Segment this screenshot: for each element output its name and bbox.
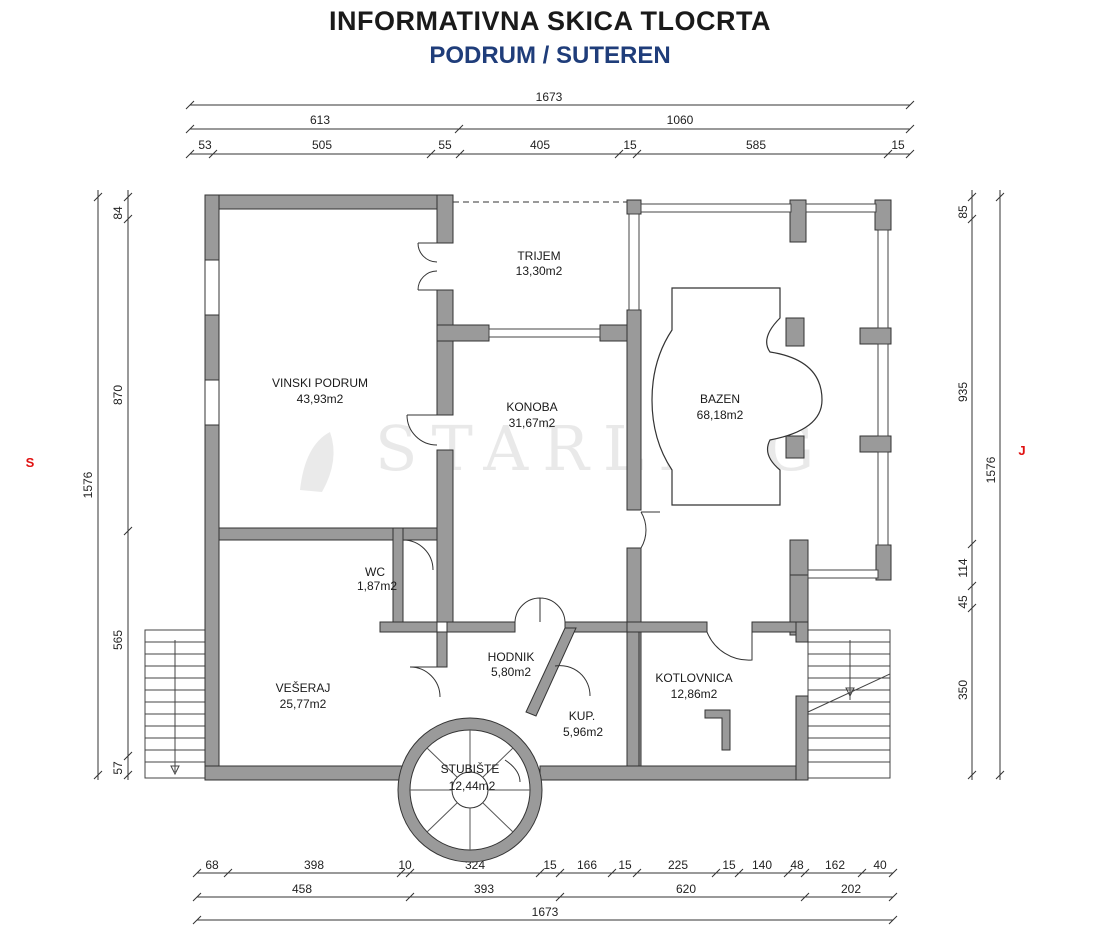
dim-top-detail: 405 [530,138,550,152]
dim-bottom-mid: 620 [676,882,696,896]
exterior-steps-left [144,629,208,779]
dim-left-detail: 870 [111,385,125,405]
dim-left-detail: 57 [111,761,125,775]
dim-bottom-detail: 15 [543,858,557,872]
dim-top-detail: 585 [746,138,766,152]
room-area-stubiste: 12,44m2 [449,779,496,793]
room-name-kotlovnica: KOTLOVNICA [655,671,732,685]
room-name-veseraj: VEŠERAJ [276,680,331,695]
room-name-wc: WC [365,565,385,579]
staircase [409,729,531,851]
dim-bottom-detail: 398 [304,858,324,872]
bird-logo-icon [300,432,334,492]
dim-top-detail: 53 [198,138,212,152]
room-name-vinski-podrum: VINSKI PODRUM [272,376,368,390]
side-marker-j: J [1018,443,1025,458]
dim-right-detail: 45 [956,595,970,609]
dim-bottom-mid: 393 [474,882,494,896]
room-area-veseraj: 25,77m2 [280,697,327,711]
dim-top-detail: 55 [438,138,452,152]
room-name-trijem: TRIJEM [517,249,560,263]
dim-bottom-detail: 225 [668,858,688,872]
side-marker-s: S [26,455,35,470]
dim-bottom-detail: 166 [577,858,597,872]
room-area-vinski-podrum: 43,93m2 [297,392,344,406]
pool-windows [488,203,889,579]
dim-bottom-detail: 162 [825,858,845,872]
room-name-bazen: BAZEN [700,392,740,406]
dim-bottom-total: 1673 [532,905,559,919]
dim-right-detail: 350 [956,680,970,700]
dim-top-mid: 1060 [667,113,694,127]
dim-right-detail: 114 [956,558,970,577]
drawing-title: INFORMATIVNA SKICA TLOCRTA [329,6,771,36]
dim-bottom-mid: 458 [292,882,312,896]
dim-bottom-detail: 15 [618,858,632,872]
room-area-konoba: 31,67m2 [509,416,556,430]
exterior-steps-right [807,629,891,779]
doors [402,242,753,698]
walls [204,194,892,863]
room-name-kup: KUP. [569,709,595,723]
pool-step [785,317,805,347]
room-area-hodnik: 5,80m2 [491,665,531,679]
room-name-stubiste: STUBIŠTE [441,761,500,776]
room-name-hodnik: HODNIK [488,650,535,664]
dim-top-detail: 15 [623,138,637,152]
dim-right-detail: 85 [956,205,970,219]
dim-bottom-detail: 68 [205,858,219,872]
dim-left-detail: 84 [111,206,125,220]
dim-bottom-detail: 40 [873,858,887,872]
room-area-bazen: 68,18m2 [697,408,744,422]
pool-step [785,435,805,459]
pool [651,287,823,506]
dim-right-detail: 935 [956,382,970,402]
dim-bottom-detail: 48 [790,858,804,872]
dim-bottom-mid: 202 [841,882,861,896]
dimension-lines [93,100,1005,925]
dim-top-detail: 505 [312,138,332,152]
room-area-trijem: 13,30m2 [516,264,563,278]
room-area-wc: 1,87m2 [357,579,397,593]
dim-left-detail: 565 [111,630,125,650]
dim-bottom-detail: 10 [398,858,412,872]
dim-top-detail: 15 [891,138,905,152]
dim-top-mid: 613 [310,113,330,127]
room-area-kotlovnica: 12,86m2 [671,687,718,701]
dim-right-total: 1576 [984,456,998,483]
room-labels: TRIJEM 13,30m2 VINSKI PODRUM 43,93m2 KON… [272,249,744,793]
room-area-kup: 5,96m2 [563,725,603,739]
room-name-konoba: KONOBA [506,400,557,414]
dim-bottom-detail: 15 [722,858,736,872]
dim-left-total: 1576 [81,471,95,498]
drawing-subtitle: PODRUM / SUTEREN [429,42,671,69]
dim-bottom-detail: 140 [752,858,772,872]
dim-top-total: 1673 [536,90,563,104]
